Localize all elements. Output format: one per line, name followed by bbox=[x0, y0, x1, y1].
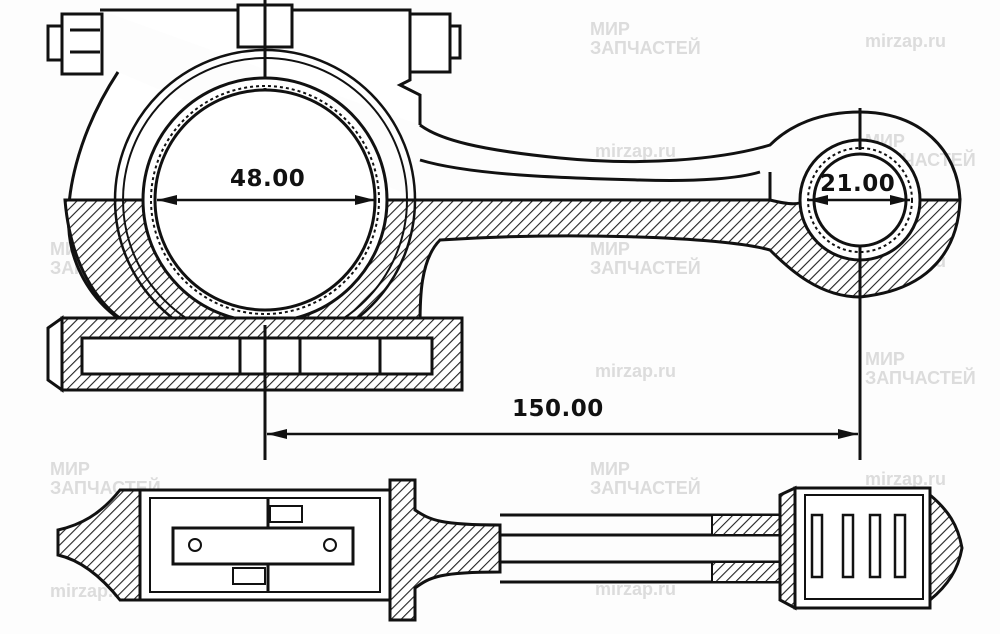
watermark-site: mirzap.ru bbox=[865, 32, 946, 51]
watermark-brand: МИР ЗАПЧАСТЕЙ bbox=[590, 460, 701, 498]
watermark-line1: МИР bbox=[590, 459, 630, 479]
watermark-line1: МИР bbox=[590, 239, 630, 259]
watermark-brand: МИР ЗАПЧАСТЕЙ bbox=[865, 350, 976, 388]
watermark-site: mirzap.ru bbox=[865, 470, 946, 489]
dimension-lines bbox=[157, 195, 910, 439]
watermark-site: mirzap.ru bbox=[595, 362, 676, 381]
watermark-site-text: mirzap.ru bbox=[595, 579, 677, 599]
watermark-site-text: mirzap.ru bbox=[865, 31, 947, 51]
watermark-line1: МИР bbox=[590, 19, 630, 39]
watermark-line2: ЗАПЧАСТЕЙ bbox=[865, 368, 976, 388]
watermark-line1: МИР bbox=[865, 349, 905, 369]
watermark-site: mirzap.ru bbox=[595, 142, 676, 161]
watermark-site-text: mirzap.ru bbox=[595, 141, 677, 161]
watermark-brand: МИР ЗАПЧАСТЕЙ bbox=[590, 20, 701, 58]
watermark-line2: ЗАПЧАСТЕЙ bbox=[590, 258, 701, 278]
top-view bbox=[56, 478, 964, 622]
watermark-site-text: mirzap.ru bbox=[595, 361, 677, 381]
side-view bbox=[46, 0, 962, 460]
watermark-brand: МИР ЗАПЧАСТЕЙ bbox=[590, 240, 701, 278]
dimension-label-small-end: 21.00 bbox=[820, 171, 896, 197]
watermark-site-text: mirzap.ru bbox=[865, 469, 947, 489]
dimension-label-center-distance: 150.00 bbox=[512, 396, 604, 422]
watermark-line2: ЗАПЧАСТЕЙ bbox=[590, 38, 701, 58]
watermark-line2: ЗАПЧАСТЕЙ bbox=[590, 478, 701, 498]
watermark-line1: МИР bbox=[50, 459, 90, 479]
watermark-site: mirzap.ru bbox=[595, 580, 676, 599]
dimension-label-big-end: 48.00 bbox=[230, 166, 306, 192]
